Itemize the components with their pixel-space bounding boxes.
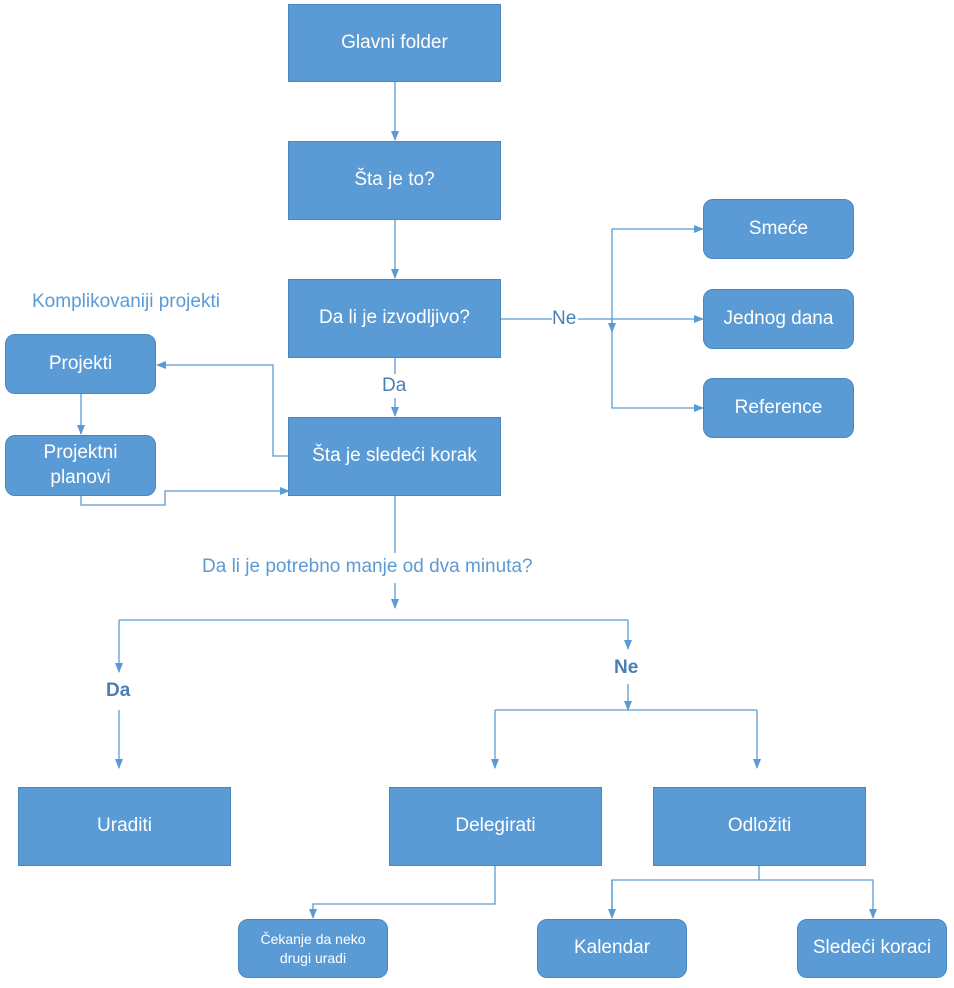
node-izvodljivo-label: Da li je izvodljivo? (318, 307, 470, 329)
node-sledeci-korak-label: Šta je sledeći korak (312, 445, 477, 467)
label-da-top: Da (382, 375, 407, 396)
node-sledeci-koraci-label: Sledeći koraci (812, 937, 932, 959)
label-ne-top: Ne (552, 308, 577, 329)
arrow-delegirati-to-cekanje (309, 866, 496, 919)
node-reference-label: Reference (734, 396, 823, 418)
node-cekanje-label: Čekanje da neko drugi uradi (260, 931, 366, 966)
node-projektni-planovi: Projektni planovi (5, 435, 156, 496)
node-sledeci-korak: Šta je sledeći korak (288, 417, 501, 496)
node-odloziti-label: Odlоžiti (727, 815, 792, 837)
arrow-to-kalendar (611, 879, 877, 919)
node-sta-je-to: Šta je to? (288, 141, 501, 220)
label-dva-minuta: Da li je potrebno manje od dva minuta? (202, 556, 533, 577)
node-izvodljivo: Da li je izvodljivo? (288, 279, 501, 358)
label-da-bottom: Da (106, 680, 131, 701)
node-reference: Reference (703, 378, 854, 438)
arrow-planovi-to-sledeci (80, 487, 290, 506)
arrow-ne-to-reference (611, 319, 704, 412)
node-projekti-label: Projekti (48, 352, 113, 374)
label-komplikovaniji: Komplikovaniji projekti (32, 291, 220, 312)
label-ne-bottom: Ne (614, 657, 639, 678)
node-smece: Smeće (703, 199, 854, 259)
node-glavni-folder: Glavni folder (288, 4, 501, 82)
node-jednog-dana-label: Jednog dana (723, 307, 834, 329)
arrow-sledeci-to-projekti (156, 361, 289, 457)
node-kalendar-label: Kalendar (573, 937, 651, 959)
node-cekanje: Čekanje da neko drugi uradi (238, 919, 388, 978)
node-sledeci-koraci: Sledeći koraci (797, 919, 947, 978)
arrow-ne-to-smece (611, 225, 704, 319)
node-uraditi-label: Uraditi (97, 815, 152, 837)
node-odloziti: Odlоžiti (653, 787, 866, 866)
node-projektni-planovi-label: Projektni planovi (43, 441, 118, 488)
node-smece-label: Smeće (748, 217, 809, 239)
node-projekti: Projekti (5, 334, 156, 394)
node-jednog-dana: Jednog dana (703, 289, 854, 349)
node-delegirati: Delegirati (389, 787, 602, 866)
node-glavni-folder-label: Glavni folder (341, 31, 448, 53)
node-delegirati-label: Delegirati (455, 815, 536, 837)
node-kalendar: Kalendar (537, 919, 687, 978)
node-sta-je-to-label: Šta je to? (354, 169, 435, 191)
node-uraditi: Uraditi (18, 787, 231, 866)
